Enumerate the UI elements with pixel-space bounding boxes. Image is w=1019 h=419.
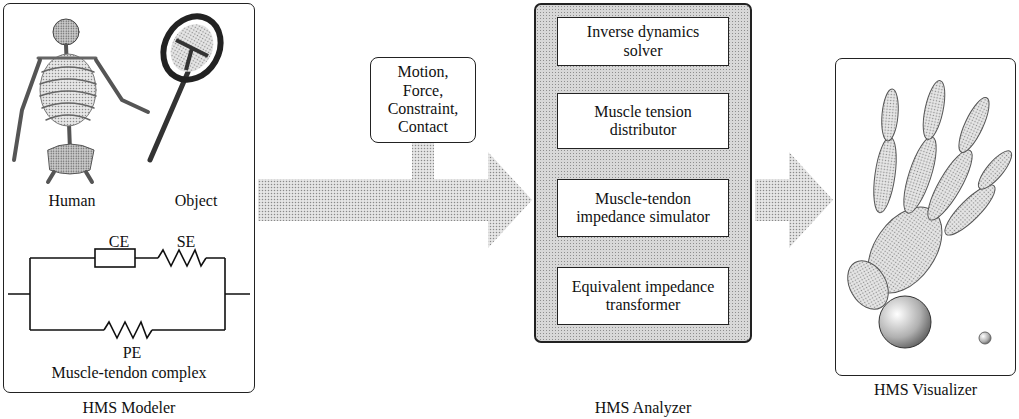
flow-arrow bbox=[755, 152, 833, 248]
panel-box: HMS ModelerHumanObjectCESEPEMuscle-tendo… bbox=[3, 3, 255, 393]
part-label: Muscle-tendon complex bbox=[51, 364, 206, 382]
steering-wheel bbox=[150, 6, 232, 160]
panel-box: HMS AnalyzerInverse dynamics solverMuscl… bbox=[534, 3, 752, 343]
muscle-tendon-schematic bbox=[8, 249, 250, 338]
box-text: Motion, Force, Constraint, Contact bbox=[379, 63, 467, 137]
panel-caption: HMS Visualizer bbox=[836, 381, 1015, 399]
part-label: PE bbox=[123, 344, 142, 362]
part-label: Human bbox=[48, 192, 95, 210]
box-text: Inverse dynamics solver bbox=[566, 23, 720, 60]
box-text: Equivalent impedance transformer bbox=[566, 278, 720, 315]
part-label: Object bbox=[175, 192, 218, 210]
box-text: Muscle tension distributor bbox=[566, 103, 720, 140]
panel-caption: HMS Modeler bbox=[4, 399, 254, 417]
process-box: Motion, Force, Constraint, Contact bbox=[370, 57, 476, 143]
part-label: SE bbox=[177, 233, 196, 251]
process-box: Inverse dynamics solver bbox=[557, 17, 729, 66]
box-text: Muscle-tendon impedance simulator bbox=[566, 190, 720, 227]
flow-arrow bbox=[412, 143, 434, 180]
panel-caption: HMS Analyzer bbox=[536, 399, 750, 417]
skeleton-figure bbox=[14, 19, 148, 182]
process-box: Muscle tension distributor bbox=[557, 93, 729, 149]
process-box: Equivalent impedance transformer bbox=[557, 267, 729, 325]
part-label: CE bbox=[109, 233, 129, 251]
flow-arrow bbox=[258, 152, 532, 248]
hand-model bbox=[839, 79, 1016, 348]
process-box: Muscle-tendon impedance simulator bbox=[557, 179, 729, 237]
panel-box: HMS Visualizer bbox=[835, 58, 1016, 376]
